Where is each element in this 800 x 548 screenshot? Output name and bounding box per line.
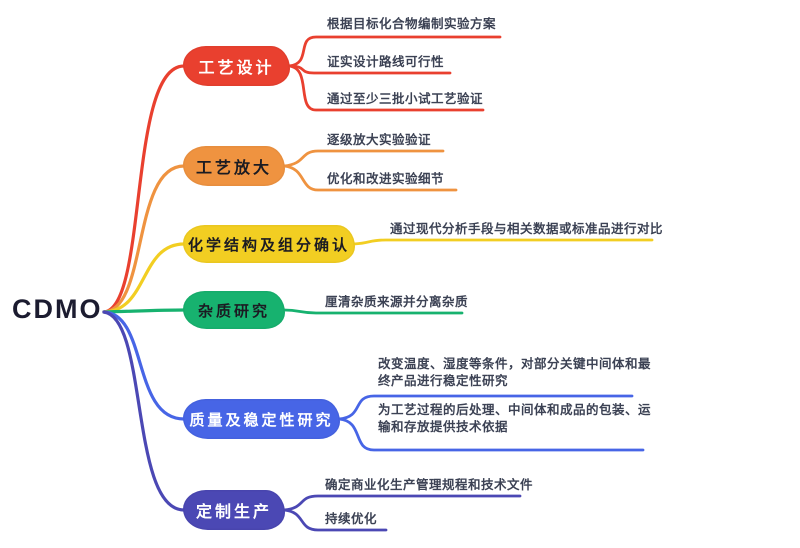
subtopic[interactable]: 通过现代分析手段与相关数据或标准品进行对比	[390, 222, 664, 236]
subtopic[interactable]: 确定商业化生产管理规程和技术文件	[325, 478, 534, 492]
topic-process-scaleup[interactable]: 工艺放大	[183, 146, 285, 186]
subtopic[interactable]: 厘清杂质来源并分离杂质	[325, 295, 469, 309]
topic-label: 工艺设计	[198, 60, 275, 77]
subtopic[interactable]: 逐级放大实验验证	[327, 133, 432, 147]
subtopic[interactable]: 改变温度、湿度等条件，对部分关键中间体和最终产品进行稳定性研究	[378, 357, 652, 388]
topic-label: 杂质研究	[197, 302, 270, 320]
subtopic[interactable]: 通过至少三批小试工艺验证	[327, 92, 484, 106]
topic-structure-confirmation[interactable]: 化学结构及组分确认	[183, 225, 355, 263]
subtopic[interactable]: 证实设计路线可行性	[327, 55, 445, 69]
topic-label: 化学结构及组分确认	[187, 236, 350, 254]
subtopic[interactable]: 为工艺过程的后处理、中间体和成品的包装、运输和存放提供技术依据	[378, 403, 652, 434]
subtopic[interactable]: 优化和改进实验细节	[327, 172, 445, 186]
root-topic-cdmo[interactable]: CDMO	[12, 294, 103, 324]
subtopic[interactable]: 根据目标化合物编制实验方案	[327, 17, 497, 31]
subtopic[interactable]: 持续优化	[325, 512, 378, 526]
topic-label: 定制生产	[195, 504, 272, 521]
topic-process-design[interactable]: 工艺设计	[183, 46, 290, 86]
topic-label: 工艺放大	[195, 160, 272, 177]
topic-impurity-research[interactable]: 杂质研究	[183, 291, 285, 329]
topic-custom-production[interactable]: 定制生产	[183, 490, 285, 530]
topic-quality-stability[interactable]: 质量及稳定性研究	[183, 399, 340, 439]
topic-label: 质量及稳定性研究	[189, 411, 334, 429]
